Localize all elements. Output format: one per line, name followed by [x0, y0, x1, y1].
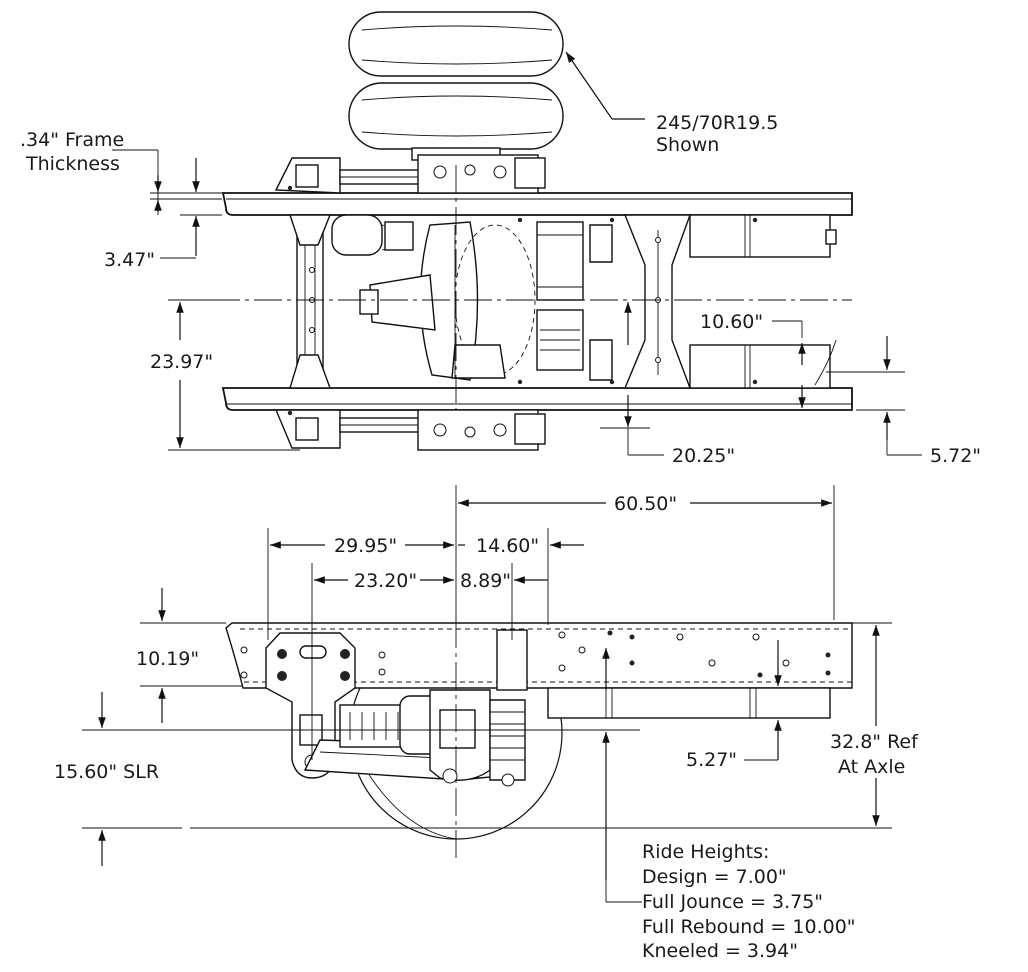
- dim-23-97: 23.97": [150, 299, 300, 451]
- ride-height-kneeled: Kneeled = 3.94": [642, 940, 798, 962]
- dim-3-47: 3.47": [104, 158, 222, 271]
- dim-8-89-label: 8.89": [460, 570, 511, 592]
- lower-frame-rail: [221, 387, 853, 411]
- upper-hanger-bracket: [274, 157, 341, 246]
- frame-holes: [287, 185, 758, 416]
- side-axle-seat: [429, 689, 491, 784]
- frame-thickness-label: .34" Frame: [20, 129, 124, 151]
- rear-cross-member: [623, 214, 692, 389]
- dim-8-89: 8.89": [460, 563, 548, 640]
- frame-thickness-dim: .34" Frame Thickness: [20, 129, 222, 215]
- dim-5-72-label: 5.72": [930, 445, 981, 467]
- lower-trailing-arm: [339, 409, 546, 451]
- dim-23-20-label: 23.20": [354, 570, 417, 592]
- lower-hanger-bracket: [274, 354, 341, 449]
- dim-32-8-label-line2: At Axle: [838, 756, 905, 778]
- side-rail-holes: [240, 630, 831, 679]
- dim-14-60-label: 14.60": [476, 535, 539, 557]
- dim-10-19: 10.19": [136, 588, 243, 723]
- side-view: 60.50" 29.95" 14.60" 23.20" 8.89": [54, 485, 919, 962]
- tire-callout-text: 245/70R19.5: [656, 112, 778, 134]
- ride-height-design: Design = 7.00": [642, 866, 787, 888]
- dim-29-95: 29.95": [267, 528, 454, 640]
- dim-10-19-label: 10.19": [136, 648, 199, 670]
- top-view-centerlines: [212, 165, 852, 410]
- rear-air-tank-lower: [689, 339, 837, 389]
- air-spring-unit: [536, 221, 584, 371]
- top-view: 245/70R19.5 Shown .34" Frame Thickness 3…: [20, 11, 981, 467]
- dim-5-27-label: 5.27": [686, 749, 737, 771]
- ride-height-leader: [602, 648, 642, 903]
- dim-60-50-label: 60.50": [614, 493, 677, 515]
- tire-drawing: [348, 11, 564, 161]
- dim-10-60-label: 10.60": [700, 311, 763, 333]
- rear-air-tank-upper: [689, 214, 837, 258]
- dim-60-50: 60.50": [455, 485, 835, 620]
- axle-differential: [359, 221, 536, 381]
- dim-32-8: 32.8" Ref At Axle: [830, 622, 919, 829]
- dim-5-27: 5.27": [686, 640, 790, 771]
- dim-23-97-label: 23.97": [150, 351, 213, 373]
- ride-heights-block: Ride Heights: Design = 7.00" Full Jounce…: [642, 841, 856, 962]
- dim-23-20: 23.20": [311, 563, 454, 760]
- dim-14-60: 14.60": [458, 528, 584, 625]
- side-air-tank: [547, 687, 831, 719]
- dim-5-72: 5.72": [826, 336, 981, 467]
- mid-brackets: [589, 224, 613, 381]
- dim-20-25: 20.25": [600, 302, 735, 467]
- frame-thickness-label-line2: Thickness: [25, 153, 120, 175]
- ride-heights-title: Ride Heights:: [642, 841, 769, 863]
- dim-32-8-label: 32.8" Ref: [830, 731, 919, 753]
- dim-15-60-slr-label: 15.60" SLR: [54, 761, 159, 783]
- tire-callout-text-line2: Shown: [656, 134, 719, 156]
- upper-frame-rail: [221, 192, 853, 216]
- dim-20-25-label: 20.25": [672, 445, 735, 467]
- upper-trailing-arm: [339, 154, 546, 194]
- dim-29-95-label: 29.95": [334, 535, 397, 557]
- tire-callout: 245/70R19.5 Shown: [565, 51, 778, 156]
- dim-10-60: 10.60": [700, 311, 806, 408]
- ride-height-full-jounce: Full Jounce = 3.75": [642, 891, 823, 913]
- ride-height-full-rebound: Full Rebound = 10.00": [642, 916, 856, 938]
- dim-3-47-label: 3.47": [104, 249, 155, 271]
- brake-chamber: [331, 214, 414, 256]
- dim-15-60-slr: 15.60" SLR: [54, 692, 862, 866]
